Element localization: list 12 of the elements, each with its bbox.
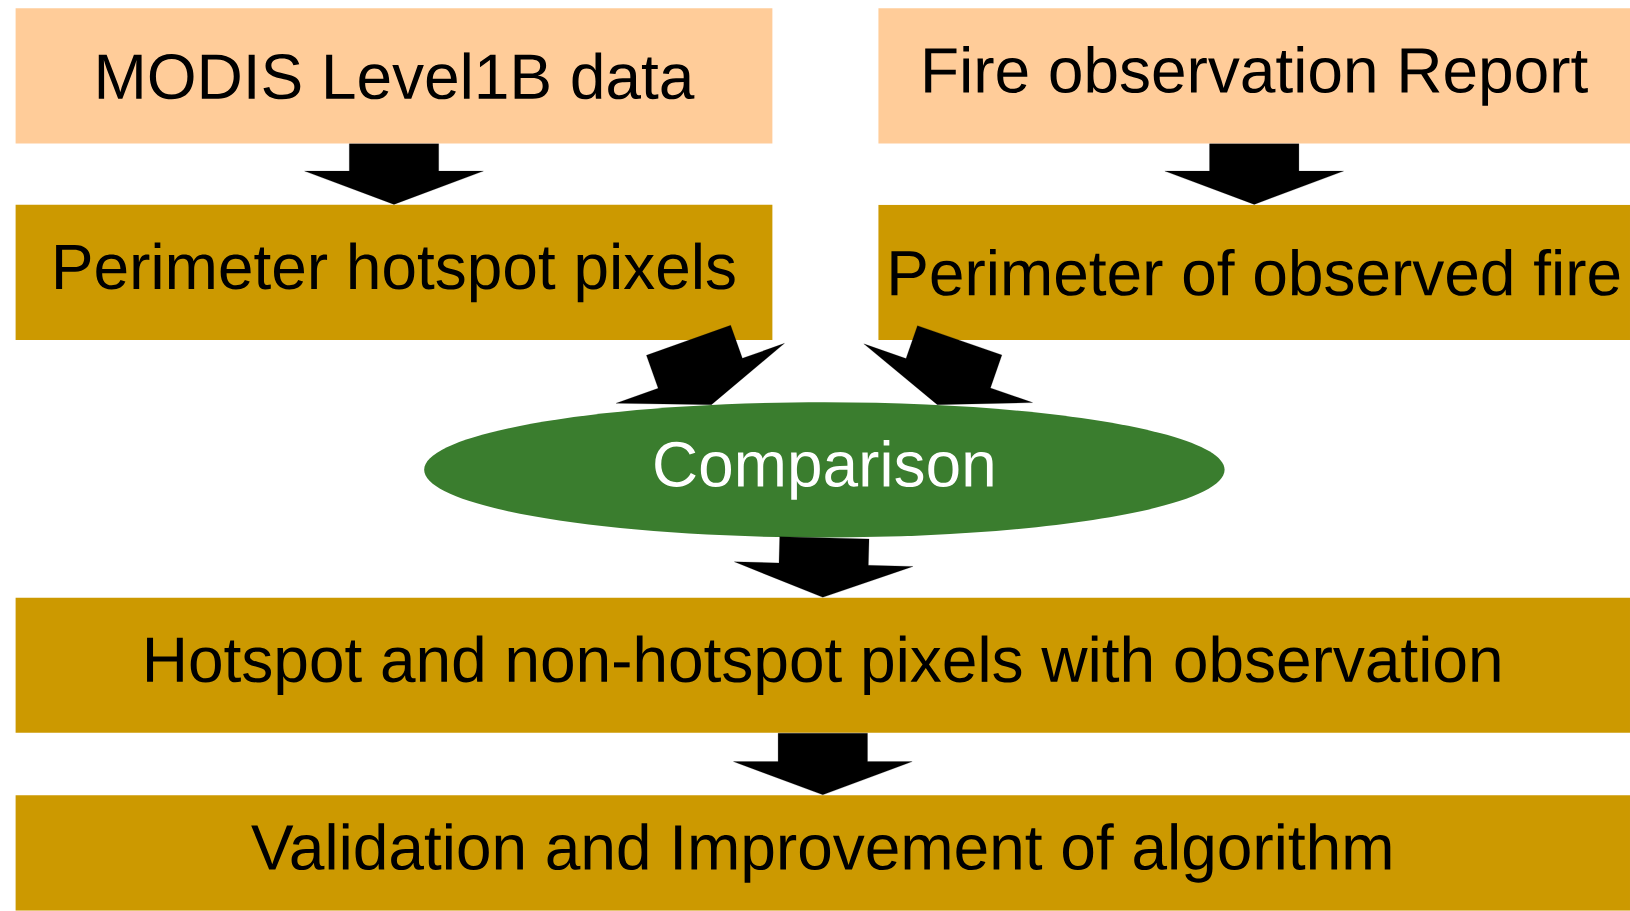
process-box: Perimeter of observed fire	[878, 205, 1630, 341]
block-arrow	[733, 733, 913, 796]
result-box: Validation and Improvement of algorithm	[15, 795, 1630, 911]
source-box: Fire observation Report	[878, 8, 1630, 144]
block-arrow	[1164, 143, 1344, 205]
block-arrow	[863, 325, 1033, 405]
process-box: Perimeter hotspot pixels	[15, 205, 773, 341]
block-arrow	[304, 143, 484, 205]
block-arrow	[734, 536, 914, 598]
source-box: MODIS Level1B data	[15, 8, 773, 144]
block-arrow	[615, 325, 785, 405]
result-box: Hotspot and non-hotspot pixels with observation	[15, 597, 1630, 734]
